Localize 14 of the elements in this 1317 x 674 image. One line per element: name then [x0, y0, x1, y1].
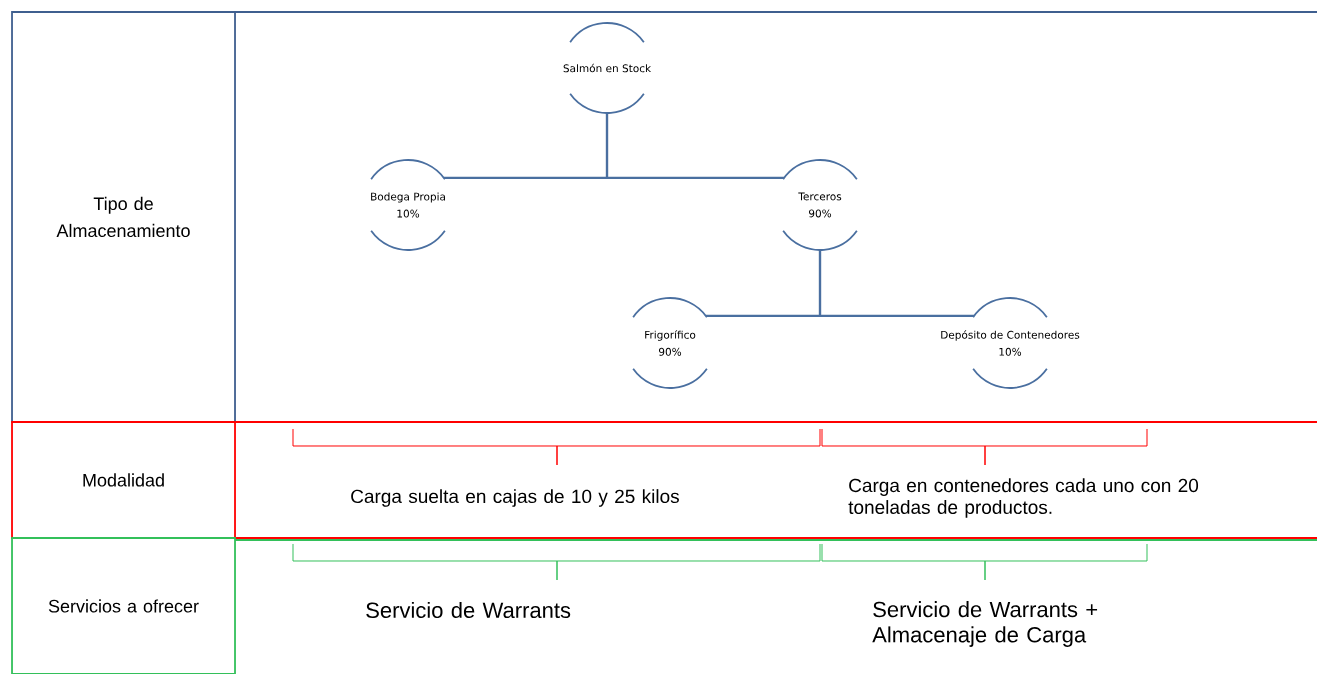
- open-circle-node: Salmón en Stock: [563, 22, 652, 114]
- connector-line: [605, 113, 785, 179]
- table-cell: Modalidad: [11, 421, 236, 539]
- open-circle-node: Bodega Propia 10%: [370, 159, 446, 251]
- bracket-text: Carga suelta en cajas de 10 y 25 kilos: [351, 489, 679, 507]
- connector-line: [818, 250, 975, 317]
- open-circle-node: Terceros 90%: [782, 159, 858, 251]
- table-cell: Tipo de Almacenamiento: [11, 11, 236, 423]
- bracket-text: Servicio de Warrants + Almacenaje de Carga: [872, 601, 1098, 647]
- bracket-text: Servicio de Warrants: [366, 601, 571, 619]
- open-circle-node: Depósito de Contenedores 10%: [941, 297, 1080, 389]
- table-cell: Servicios a ofrecer: [11, 537, 236, 674]
- bracket-text: Carga en contenedores cada uno con 20 toneladas de productos.: [848, 478, 1199, 518]
- open-circle-node: Frigorífico 90%: [632, 297, 708, 389]
